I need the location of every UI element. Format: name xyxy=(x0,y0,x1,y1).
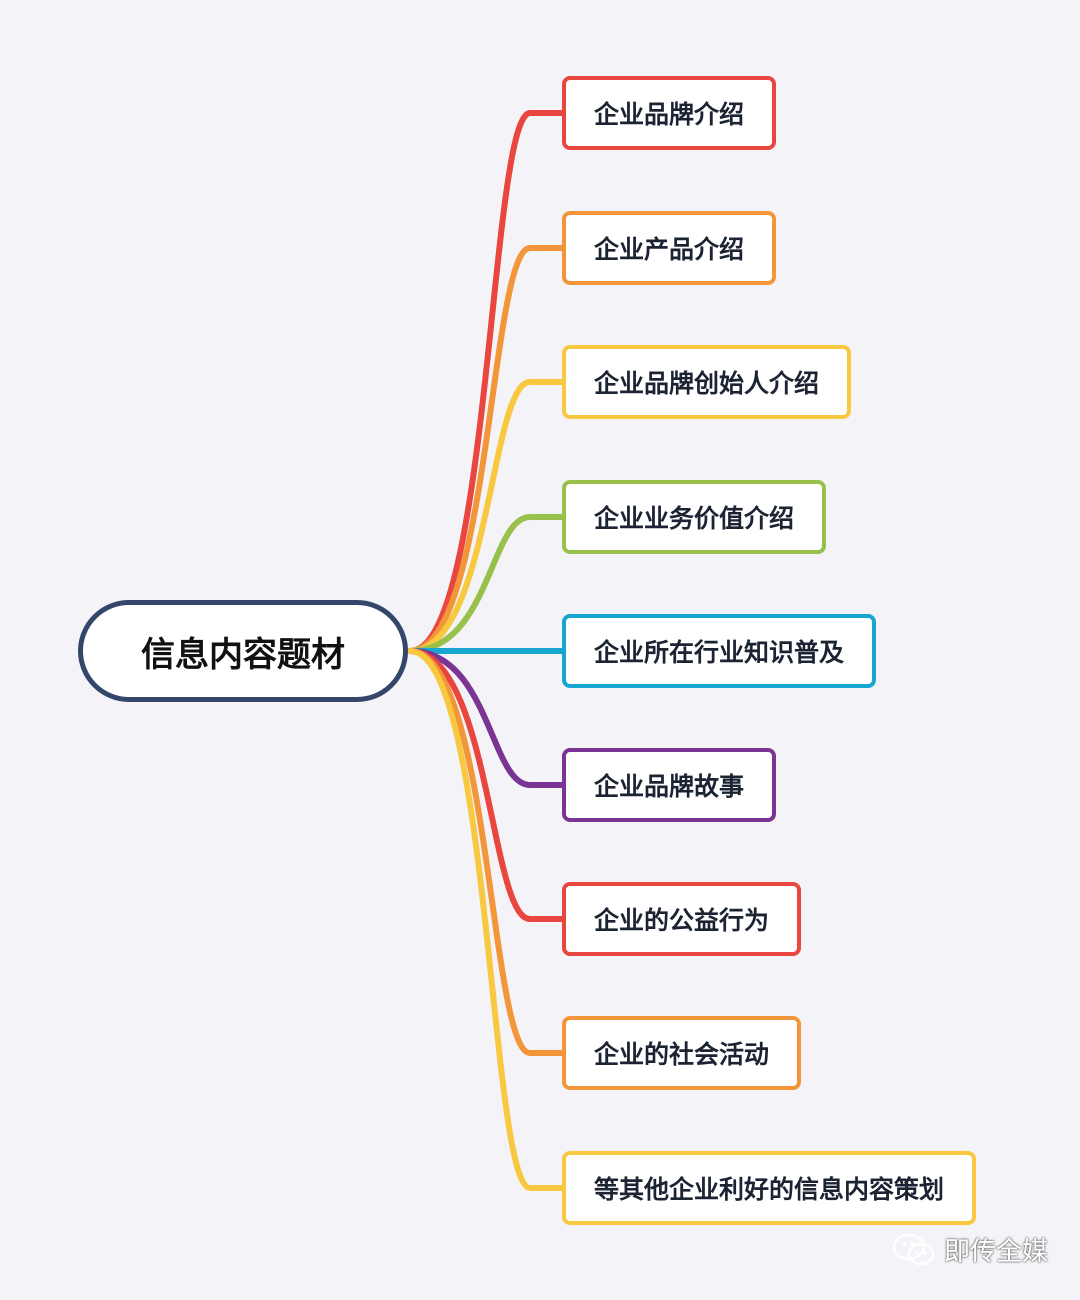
topic-label: 企业业务价值介绍 xyxy=(594,504,795,533)
topic-label: 企业所在行业知识普及 xyxy=(594,638,845,667)
topic-node-other-content[interactable]: 等其他企业利好的信息内容策划 xyxy=(562,1151,977,1225)
topic-node-charity[interactable]: 企业的公益行为 xyxy=(562,882,802,956)
topic-label: 企业品牌故事 xyxy=(594,772,745,801)
topic-label: 企业品牌创始人介绍 xyxy=(594,369,820,398)
branch-line xyxy=(407,648,567,1056)
branch-line xyxy=(407,648,567,788)
root-topic[interactable]: 信息内容题材 xyxy=(78,600,408,702)
topic-node-product-intro[interactable]: 企业产品介绍 xyxy=(562,211,777,285)
branch-line xyxy=(407,245,567,654)
watermark: 即传全媒 xyxy=(892,1231,1048,1268)
topic-node-brand-story[interactable]: 企业品牌故事 xyxy=(562,748,777,822)
topic-label: 企业品牌介绍 xyxy=(594,100,745,129)
branch-line xyxy=(407,379,567,654)
wechat-icon xyxy=(892,1233,935,1265)
watermark-text: 即传全媒 xyxy=(943,1237,1048,1267)
branch-line xyxy=(407,514,567,654)
topic-node-industry-knowledge[interactable]: 企业所在行业知识普及 xyxy=(562,614,877,688)
topic-node-founder-intro[interactable]: 企业品牌创始人介绍 xyxy=(562,345,852,419)
topic-node-business-value[interactable]: 企业业务价值介绍 xyxy=(562,480,827,554)
branch-line xyxy=(407,648,567,1191)
branch-line xyxy=(407,648,567,922)
topic-node-brand-intro[interactable]: 企业品牌介绍 xyxy=(562,76,777,150)
topic-node-social-activity[interactable]: 企业的社会活动 xyxy=(562,1016,802,1090)
topic-label: 企业的公益行为 xyxy=(594,906,770,935)
branch-line xyxy=(407,110,567,654)
topic-label: 等其他企业利好的信息内容策划 xyxy=(594,1175,945,1204)
topic-label: 企业的社会活动 xyxy=(594,1040,770,1069)
root-topic-label: 信息内容题材 xyxy=(141,634,345,675)
topic-label: 企业产品介绍 xyxy=(594,235,745,264)
